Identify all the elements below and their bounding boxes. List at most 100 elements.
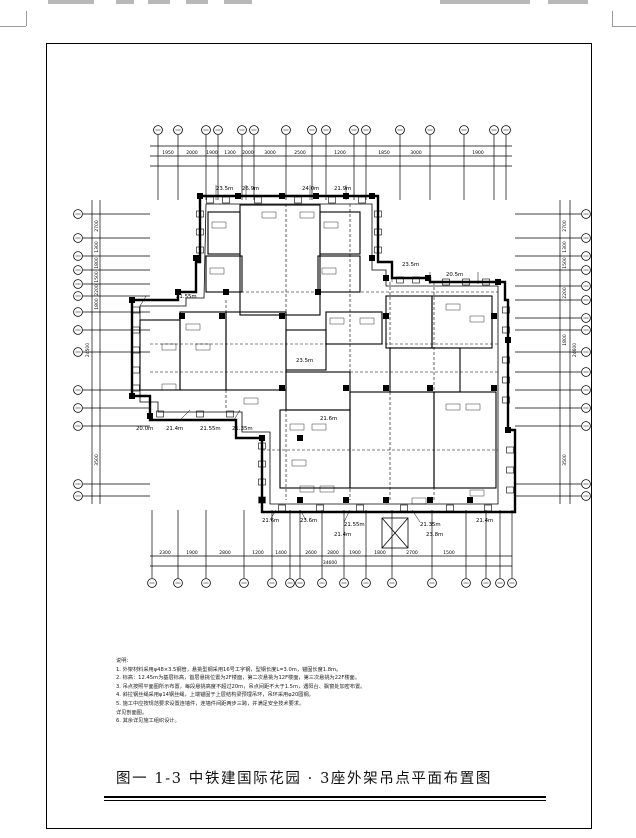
note-line: 4. 斜拉钢丝绳采用φ14钢丝绳，上端锚固于上层结构梁预埋吊环，吊环采用φ20圆… xyxy=(116,692,314,699)
column xyxy=(343,385,349,391)
room-tag xyxy=(211,221,227,229)
dimension-text: 1900 xyxy=(206,150,218,156)
elevation-label: 20.5m xyxy=(446,272,463,278)
dimension-text: 2200 xyxy=(94,284,100,296)
axis-bubbles-top xyxy=(153,125,511,135)
dimension-text: 24600 xyxy=(572,343,578,357)
elevation-label: 21.6m xyxy=(320,416,337,422)
room-tag xyxy=(299,211,315,219)
column xyxy=(193,255,199,261)
column xyxy=(179,313,185,319)
hanging-point-mark xyxy=(374,210,382,218)
note-line: 2. 标高：12.45m为基层标高，首层悬挑位置为2F楼面，第二次悬挑为12F楼… xyxy=(116,675,360,682)
hanging-point-mark xyxy=(442,278,450,286)
room-tag xyxy=(329,317,345,325)
room-tag xyxy=(195,343,211,351)
column xyxy=(491,313,497,319)
hanging-point-mark xyxy=(506,486,514,494)
elevation-label: 23.8m xyxy=(426,532,443,538)
elevation-label: 24.0m xyxy=(302,186,319,192)
room-tag xyxy=(185,323,201,331)
column xyxy=(383,385,389,391)
title-underline xyxy=(104,796,546,798)
axis-bubbles-left xyxy=(73,209,83,501)
column xyxy=(259,435,265,441)
dimension-text: 2300 xyxy=(159,550,171,556)
interior-walls xyxy=(139,204,497,489)
elevation-label: 21.9m xyxy=(334,186,351,192)
dimension-text: 1850 xyxy=(378,150,390,156)
dimension-text: 1500 xyxy=(443,550,455,556)
elevation-label: 26.9m xyxy=(242,186,259,192)
note-line: 详见剖面图。 xyxy=(116,709,148,716)
column xyxy=(315,289,321,295)
hanging-point-mark xyxy=(502,376,510,384)
hanging-point-mark xyxy=(502,306,510,314)
hanging-point-mark xyxy=(196,246,204,254)
dimension-text: 1500 xyxy=(94,271,100,283)
room-tag xyxy=(289,423,305,431)
column xyxy=(505,427,511,433)
dimension-text: 2200 xyxy=(562,287,568,299)
column xyxy=(427,385,433,391)
elevation-label: 23.5m xyxy=(216,186,233,192)
dimension-text: 1200 xyxy=(334,150,346,156)
room-tag xyxy=(299,485,315,493)
dimension-text: 1900 xyxy=(472,150,484,156)
column xyxy=(147,413,153,419)
column xyxy=(505,337,511,343)
dimension-text: 2000 xyxy=(186,150,198,156)
hanging-point-mark xyxy=(462,278,470,286)
elevation-label: 23.5m xyxy=(296,358,313,364)
note-line: 3. 吊点按照平面图所示布置，每段悬挑高度不超过20m，吊点间距不大于1.5m，… xyxy=(116,683,366,690)
crop-mark xyxy=(612,11,613,26)
column xyxy=(279,385,285,391)
dimension-text: 2700 xyxy=(406,550,418,556)
room-tag xyxy=(243,397,259,405)
column xyxy=(369,193,375,199)
room-tag xyxy=(469,315,485,323)
room-tag xyxy=(445,303,461,311)
note-line: 1. 外架材料采用φ48×3.5钢管，悬挑型钢采用16号工字钢，型钢长度L=3.… xyxy=(116,666,342,673)
hanging-point-mark xyxy=(506,446,514,454)
dimension-text: 1800 xyxy=(374,550,386,556)
column xyxy=(383,497,389,503)
dimension-text: 1300 xyxy=(562,241,568,253)
elevation-label: 21.55m xyxy=(200,426,221,432)
room-tag xyxy=(469,489,485,497)
room-tag xyxy=(261,211,277,219)
dimension-text: 2700 xyxy=(94,220,100,232)
hanging-point-mark xyxy=(294,196,302,204)
hanging-point-mark xyxy=(502,326,510,334)
hanging-point-mark xyxy=(374,246,382,254)
elevation-label: 21.4m xyxy=(476,518,493,524)
hanging-point-mark xyxy=(358,196,366,204)
elevation-label: 20.0m xyxy=(136,426,153,432)
dimension-text: 1300 xyxy=(224,150,236,156)
dimension-text: 1900 xyxy=(186,550,198,556)
hanging-point-mark xyxy=(328,196,336,204)
column xyxy=(279,313,285,319)
hanging-point-mark xyxy=(132,366,140,374)
column xyxy=(279,193,285,199)
room-tag xyxy=(321,267,337,275)
dimension-text: 3500 xyxy=(94,454,100,466)
hanging-point-mark xyxy=(206,196,214,204)
room-tag xyxy=(161,343,177,351)
dimension-text: 1300 xyxy=(94,241,100,253)
elevation-label: 21.6m xyxy=(262,518,279,524)
hanging-point-mark xyxy=(258,478,266,486)
note-line: 6. 其余详见施工组织设计。 xyxy=(116,718,180,725)
elevation-label: 21.55m xyxy=(176,294,197,300)
column xyxy=(491,385,497,391)
room-tag xyxy=(209,267,225,275)
crop-mark xyxy=(26,11,27,26)
building-outline xyxy=(130,194,517,514)
hanging-point-mark xyxy=(502,356,510,364)
stair-core-symbol xyxy=(381,517,409,549)
dimension-text: 2500 xyxy=(294,150,306,156)
dimension-text: 3000 xyxy=(410,150,422,156)
dimension-text: 2800 xyxy=(219,550,231,556)
elevation-labels: 23.5m 26.9m 24.0m 21.9m 23.5m 20.5m 21.5… xyxy=(136,186,493,538)
title-underline xyxy=(104,800,546,801)
